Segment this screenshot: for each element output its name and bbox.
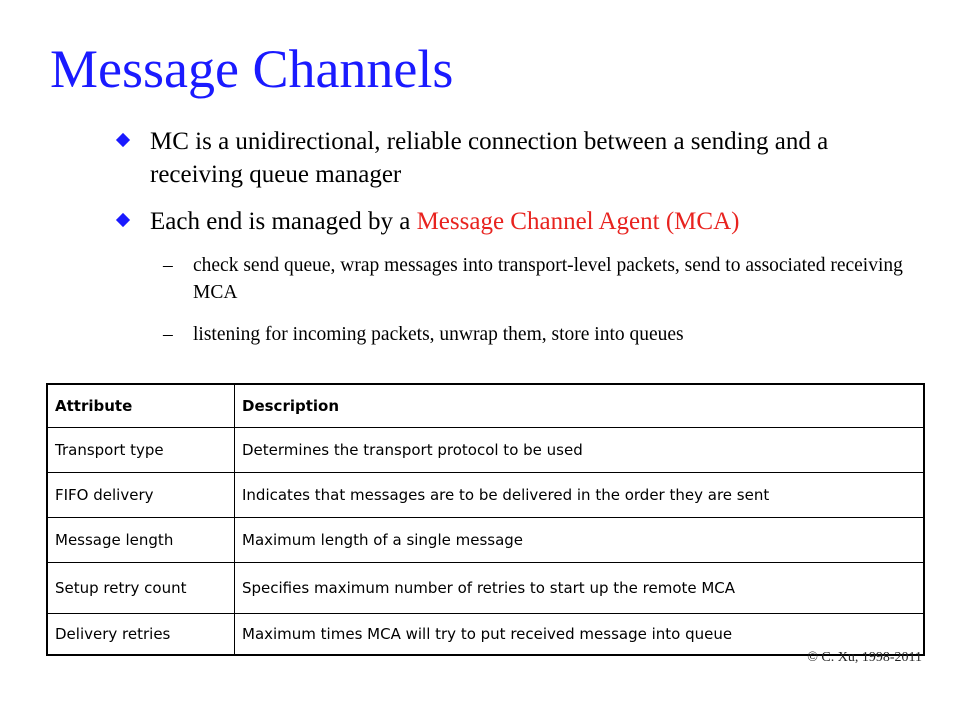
table-cell-description: Determines the transport protocol to be …	[234, 427, 925, 473]
table-cell-attribute: Transport type	[46, 427, 235, 473]
bullet-text: Each end is managed by a	[150, 208, 417, 235]
table-cell-description: Indicates that messages are to be delive…	[234, 472, 925, 518]
table-row: Transport type Determines the transport …	[46, 427, 925, 473]
copyright-notice: © C. Xu, 1998-2011	[807, 650, 922, 665]
table-row: Delivery retries Maximum times MCA will …	[46, 613, 925, 656]
table-cell-description: Specifies maximum number of retries to s…	[234, 562, 925, 614]
column-header-description: Description	[234, 383, 925, 428]
sub-item-text: check send queue, wrap messages into tra…	[193, 255, 903, 303]
sub-item: – check send queue, wrap messages into t…	[163, 252, 913, 306]
sub-item: – listening for incoming packets, unwrap…	[163, 321, 913, 348]
table-row: Message length Maximum length of a singl…	[46, 517, 925, 563]
bullet-highlight: Message Channel Agent (MCA)	[416, 208, 740, 235]
table-row: Setup retry count Specifies maximum numb…	[46, 562, 925, 614]
table-cell-description: Maximum times MCA will try to put receiv…	[234, 613, 925, 656]
table-cell-attribute: Delivery retries	[46, 613, 235, 656]
diamond-bullet-icon	[115, 212, 131, 228]
sub-item-text: listening for incoming packets, unwrap t…	[193, 324, 684, 345]
dash-marker: –	[163, 255, 173, 276]
attribute-table: Attribute Description Transport type Det…	[46, 383, 925, 656]
column-header-attribute: Attribute	[46, 383, 235, 428]
table-cell-attribute: Setup retry count	[46, 562, 235, 614]
table-header-row: Attribute Description	[46, 383, 925, 428]
dash-marker: –	[163, 324, 173, 345]
bullet-item: Each end is managed by a Message Channel…	[115, 205, 910, 238]
table-cell-attribute: FIFO delivery	[46, 472, 235, 518]
page-title: Message Channels	[50, 39, 454, 99]
bullet-item: MC is a unidirectional, reliable connect…	[115, 125, 910, 191]
table-row: FIFO delivery Indicates that messages ar…	[46, 472, 925, 518]
bullet-text: MC is a unidirectional, reliable connect…	[150, 128, 829, 188]
diamond-bullet-icon	[115, 132, 131, 148]
table-cell-description: Maximum length of a single message	[234, 517, 925, 563]
table-cell-attribute: Message length	[46, 517, 235, 563]
